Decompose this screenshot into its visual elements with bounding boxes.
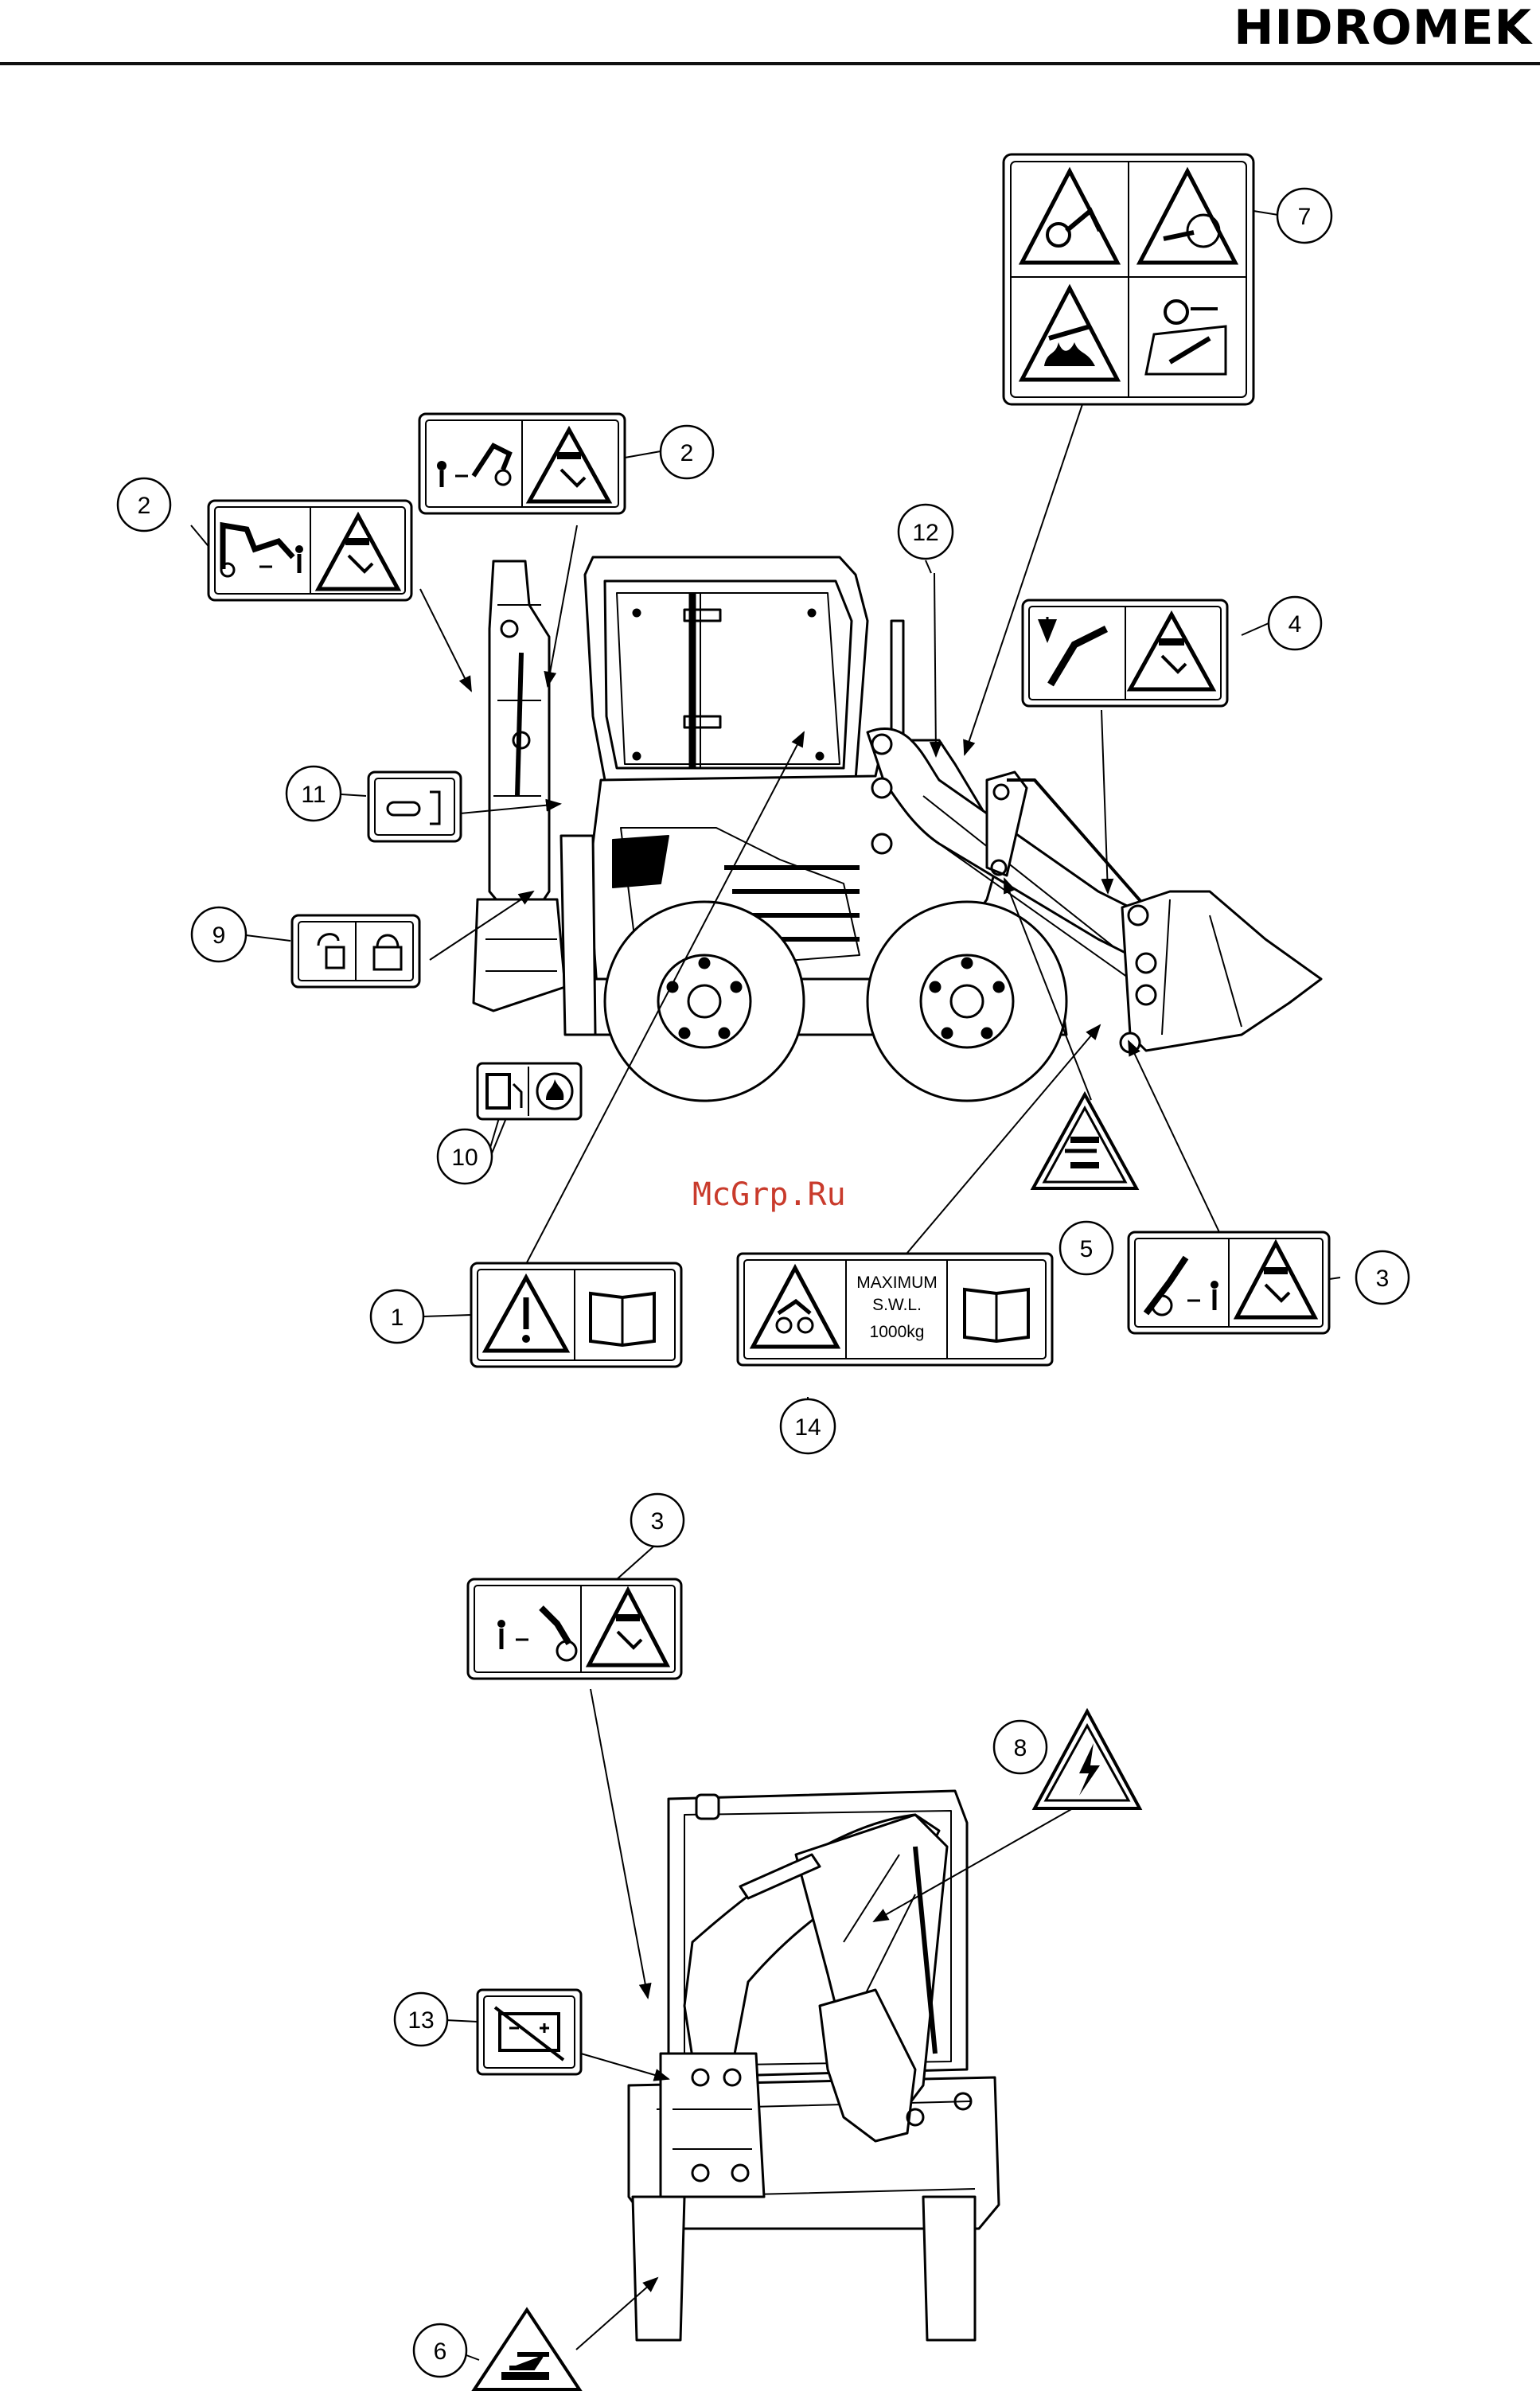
callout-13: 13 (395, 1993, 447, 2046)
callout-12: 12 (899, 505, 953, 559)
callout-2-upper: 2 (661, 426, 713, 478)
decal-14: MAXIMUM S.W.L. 1000kg (738, 1254, 1052, 1365)
decal-2-lower (209, 501, 411, 600)
decal-13 (478, 1990, 581, 2074)
callout-4: 4 (1269, 597, 1321, 649)
callout-6-number: 6 (434, 2338, 447, 2365)
callout-8: 8 (994, 1721, 1047, 1773)
decal-9 (292, 915, 419, 987)
callout-3a-number: 3 (1376, 1266, 1390, 1292)
backhoe-loader-rear-view (629, 1791, 999, 2340)
callout-7: 7 (1277, 189, 1331, 243)
callout-14-number: 14 (794, 1414, 821, 1441)
watermark: McGrp.Ru (692, 1176, 846, 1213)
callout-3b-number: 3 (651, 1508, 665, 1535)
callout-13-number: 13 (407, 2007, 434, 2034)
callout-5: 5 (1060, 1222, 1113, 1274)
callout-10-number: 10 (451, 1145, 478, 1171)
callout-3-rear: 3 (631, 1494, 684, 1547)
decal-14-swl-text: S.W.L. (872, 1296, 922, 1314)
decal-7-safety-grid (1004, 154, 1253, 404)
decal-14-maximum-text: MAXIMUM (856, 1274, 938, 1292)
decal-1 (471, 1263, 681, 1367)
callout-10: 10 (438, 1129, 492, 1184)
decal-5 (1033, 1094, 1136, 1188)
decal-8 (1035, 1711, 1140, 1808)
callout-1: 1 (371, 1290, 423, 1343)
callout-7-number: 7 (1298, 204, 1312, 230)
decal-4 (1023, 600, 1227, 706)
callout-6: 6 (414, 2324, 466, 2377)
callout-11: 11 (287, 766, 341, 821)
callout-12-number: 12 (912, 520, 938, 546)
callout-5-number: 5 (1080, 1236, 1094, 1262)
callout-9: 9 (192, 907, 246, 962)
callout-3-side: 3 (1356, 1251, 1409, 1304)
decal-3-side (1129, 1232, 1329, 1333)
callout-8-number: 8 (1014, 1735, 1027, 1761)
decal-10 (478, 1063, 581, 1119)
decal-3-rear (468, 1579, 681, 1679)
callout-2a-number: 2 (138, 493, 151, 519)
decal-11 (368, 772, 461, 841)
callout-1-number: 1 (391, 1305, 404, 1331)
decal-2-upper (419, 414, 625, 513)
callout-14: 14 (781, 1399, 835, 1453)
callout-11-number: 11 (301, 782, 326, 808)
decal-14-capacity-text: 1000kg (870, 1323, 925, 1341)
callout-4-number: 4 (1289, 611, 1302, 638)
decal-6 (474, 2310, 579, 2389)
callout-2b-number: 2 (680, 440, 694, 466)
callout-2-lower: 2 (118, 478, 170, 531)
callout-9-number: 9 (212, 923, 226, 949)
